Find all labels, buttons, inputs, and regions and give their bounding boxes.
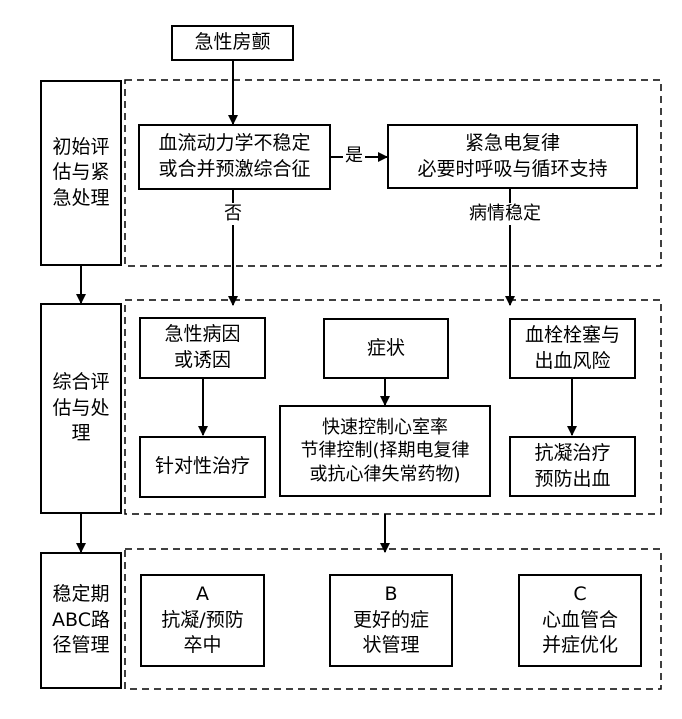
hemodynamic-decision-node: 血流动力学不稳定 或合并预激综合征 [138, 124, 331, 190]
comprehensive-group-frame [124, 299, 662, 515]
abc-a-label: A 抗凝/预防 卒中 [161, 583, 244, 657]
rate-control-label: 快速控制心室率 节律控制(择期电复律 或抗心律失常药物) [300, 416, 470, 485]
abc-b-label: B 更好的症 状管理 [352, 583, 429, 657]
abc-c-label: C 心血管合 并症优化 [541, 583, 618, 657]
thromboembolism-risk-node: 血栓栓塞与 出血风险 [509, 318, 636, 379]
cause-node: 急性病因 或诱因 [139, 317, 266, 379]
stage-comprehensive-label: 综合评 估与处 理 [52, 371, 110, 445]
cause-label: 急性病因 或诱因 [164, 323, 241, 371]
stage-comprehensive-assessment: 综合评 估与处 理 [40, 303, 122, 514]
abc-b-node: B 更好的症 状管理 [329, 574, 453, 667]
no-label: 否 [222, 203, 244, 225]
start-node: 急性房颤 [171, 25, 294, 61]
abc-group-frame [124, 548, 662, 690]
initial-group-frame [124, 79, 662, 267]
stable-label: 病情稳定 [467, 203, 543, 225]
stage-stable-label: 稳定期 ABC路 径管理 [52, 583, 110, 657]
abc-c-node: C 心血管合 并症优化 [518, 574, 642, 667]
emergency-label: 紧急电复律 必要时呼吸与循环支持 [417, 131, 608, 180]
yes-label: 是 [343, 145, 365, 167]
start-label: 急性房颤 [194, 31, 271, 54]
symptom-label: 症状 [366, 336, 405, 359]
anticoag-label: 抗凝治疗 预防出血 [534, 441, 611, 490]
targeted-treatment-node: 针对性治疗 [139, 436, 266, 498]
risk-label: 血栓栓塞与 出血风险 [524, 323, 620, 372]
rate-rhythm-control-node: 快速控制心室率 节律控制(择期电复律 或抗心律失常药物) [279, 405, 491, 497]
emergency-cardioversion-node: 紧急电复律 必要时呼吸与循环支持 [387, 124, 638, 189]
anticoagulation-node: 抗凝治疗 预防出血 [509, 436, 636, 497]
decision-label: 血流动力学不稳定 或合并预激综合征 [158, 132, 311, 180]
stage-stable-abc: 稳定期 ABC路 径管理 [40, 552, 122, 689]
targeted-label: 针对性治疗 [154, 455, 250, 478]
stage-initial-assessment: 初始评 估与紧 急处理 [40, 80, 122, 266]
stage-initial-label: 初始评 估与紧 急处理 [52, 135, 110, 209]
abc-a-node: A 抗凝/预防 卒中 [140, 574, 265, 667]
symptom-node: 症状 [323, 318, 449, 379]
